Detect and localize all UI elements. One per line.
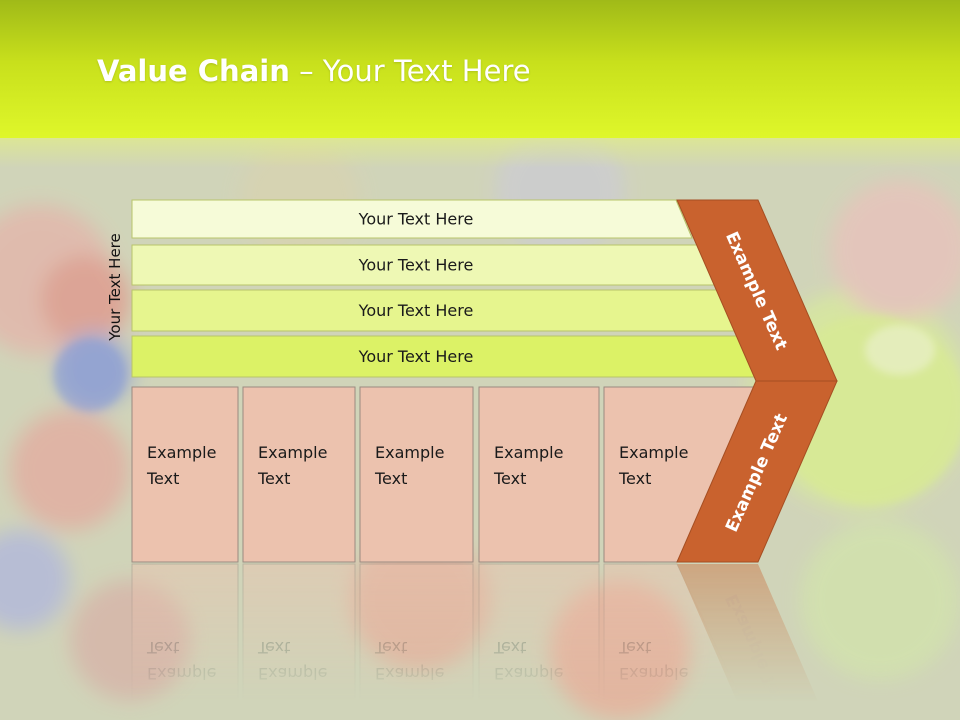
activity-cell-label-line2: Text xyxy=(618,469,651,488)
activity-cell-label-line1: Example xyxy=(147,443,216,462)
activity-cell-label-line1: Example xyxy=(619,443,688,462)
activity-cell-reflection xyxy=(478,563,600,720)
activity-cell-reflection xyxy=(242,563,356,720)
activity-cell-label-line1: Example xyxy=(258,443,327,462)
title-bold: Value Chain xyxy=(97,54,290,88)
activity-cell-label-line2: Text xyxy=(146,469,179,488)
activity-cell-label-line2: Text xyxy=(493,469,526,488)
activity-cell xyxy=(478,386,600,563)
activity-cell-reflection-line1: Example xyxy=(619,664,688,683)
activity-cell-label-line2: Text xyxy=(374,469,407,488)
activity-cell-reflection-line2: Text xyxy=(146,638,179,657)
activity-cell-reflection-line2: Text xyxy=(374,638,407,657)
process-bar-label: Your Text Here xyxy=(358,301,474,320)
activity-cell-label-line1: Example xyxy=(494,443,563,462)
header-fade xyxy=(0,138,960,168)
process-bar xyxy=(131,199,693,239)
activity-cell-reflection-line1: Example xyxy=(258,664,327,683)
activity-cell xyxy=(131,386,239,563)
activity-cell-reflection-line1: Example xyxy=(494,664,563,683)
title-rest: – Your Text Here xyxy=(289,54,531,88)
header-band xyxy=(0,0,960,138)
chevron-lower-arm xyxy=(676,380,838,563)
chevron-arrow: Example Text Example Text xyxy=(676,199,838,563)
activity-cell xyxy=(359,386,474,563)
chevron-lower-reflection xyxy=(677,564,827,720)
activity-cell-reflection-line2: Text xyxy=(257,638,290,657)
activity-cell-reflection-line2: Text xyxy=(618,638,651,657)
activity-cell xyxy=(242,386,356,563)
activity-cell-reflection xyxy=(359,563,474,720)
activity-cell-reflection-line1: Example xyxy=(375,664,444,683)
activity-cell-reflection-line2: Text xyxy=(493,638,526,657)
process-bar-label: Your Text Here xyxy=(358,210,474,229)
activity-cell-label-line1: Example xyxy=(375,443,444,462)
process-bar-label: Your Text Here xyxy=(358,256,474,275)
activity-cell-reflection xyxy=(131,563,239,720)
activity-cell-reflection-line1: Example xyxy=(147,664,216,683)
process-bar-label: Your Text Here xyxy=(358,347,474,366)
activity-cell-label-line2: Text xyxy=(257,469,290,488)
slide-title: Value Chain – Your Text Here xyxy=(97,54,531,88)
